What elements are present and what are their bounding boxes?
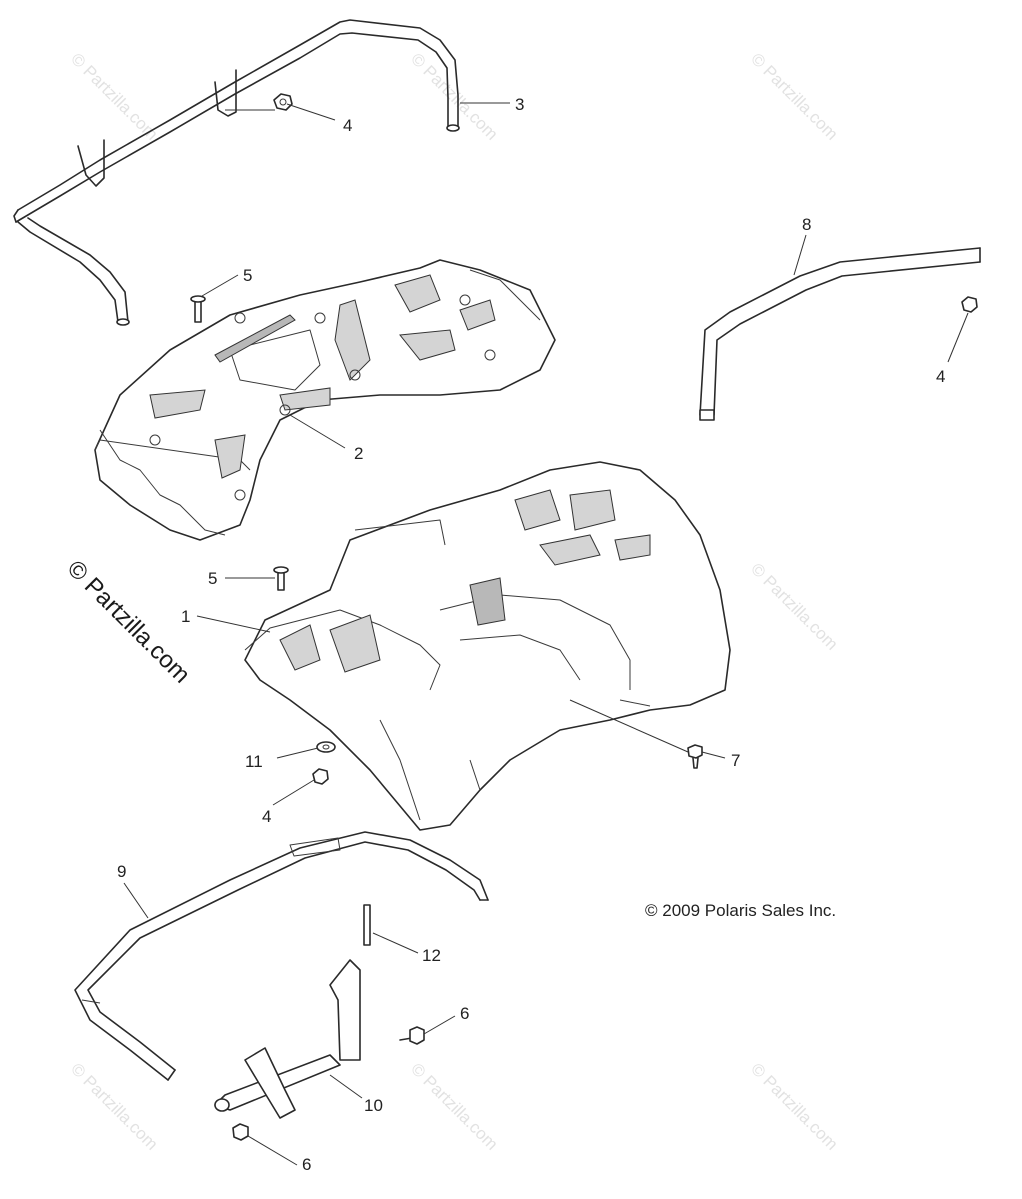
pin [363, 904, 371, 946]
leader-6-lower [247, 1135, 298, 1166]
washer [316, 741, 336, 753]
screw-top [190, 295, 206, 323]
watermark-faint: © Partzilla.com [67, 49, 161, 143]
lower-rail [74, 831, 489, 1081]
nut-lower [312, 768, 329, 785]
leader-9 [123, 882, 149, 919]
leader-4-top [286, 103, 336, 121]
watermark-faint: © Partzilla.com [747, 49, 841, 143]
watermark-faint: © Partzilla.com [747, 1059, 841, 1153]
callout-5-top: 5 [243, 266, 252, 285]
callout-8: 8 [802, 215, 811, 234]
leader-11 [276, 747, 319, 759]
nut-right [961, 296, 978, 313]
leader-4-right [947, 312, 969, 363]
callout-5-mid: 5 [208, 569, 217, 588]
rear-rack-tube [13, 19, 460, 326]
watermark-faint: © Partzilla.com [407, 1059, 501, 1153]
leader-12 [372, 932, 419, 954]
rear-cab [244, 461, 731, 831]
callout-2: 2 [354, 444, 363, 463]
callout-1: 1 [181, 607, 190, 626]
callout-9: 9 [117, 862, 126, 881]
callout-labels: 3 4 5 2 8 4 5 1 11 4 7 9 12 6 10 6 [117, 95, 945, 1174]
push-rivet [687, 744, 703, 769]
leader-10 [329, 1074, 363, 1099]
callout-4-lower: 4 [262, 807, 271, 826]
callout-7: 7 [731, 751, 740, 770]
callout-3: 3 [515, 95, 524, 114]
leader-lines [123, 102, 969, 1166]
leader-2 [289, 414, 346, 449]
callout-12: 12 [422, 946, 441, 965]
brace-right [699, 247, 981, 421]
copyright-notice: © 2009 Polaris Sales Inc. [645, 901, 836, 920]
leader-7-b [569, 699, 689, 753]
callout-4-right: 4 [936, 367, 945, 386]
callout-6-right: 6 [460, 1004, 469, 1023]
leader-7 [701, 751, 726, 759]
callout-11: 11 [245, 752, 263, 771]
bolt-lower [232, 1123, 249, 1141]
watermark-faint: © Partzilla.com [747, 559, 841, 653]
leader-8 [793, 234, 807, 276]
watermark-faint: © Partzilla.com [67, 1059, 161, 1153]
leader-4-lower [272, 779, 315, 806]
watermark-main: © Partzilla.com [62, 555, 195, 688]
callout-6-lower: 6 [302, 1155, 311, 1174]
bracket [214, 959, 361, 1119]
callout-10: 10 [364, 1096, 383, 1115]
leader-5-top [201, 274, 239, 297]
callout-4-top: 4 [343, 116, 352, 135]
leader-1 [196, 615, 271, 633]
rack-panel [94, 259, 556, 541]
nut-top [273, 93, 293, 111]
leader-6-right [423, 1015, 456, 1035]
screw-mid [273, 566, 289, 591]
bolt-right [399, 1026, 425, 1045]
